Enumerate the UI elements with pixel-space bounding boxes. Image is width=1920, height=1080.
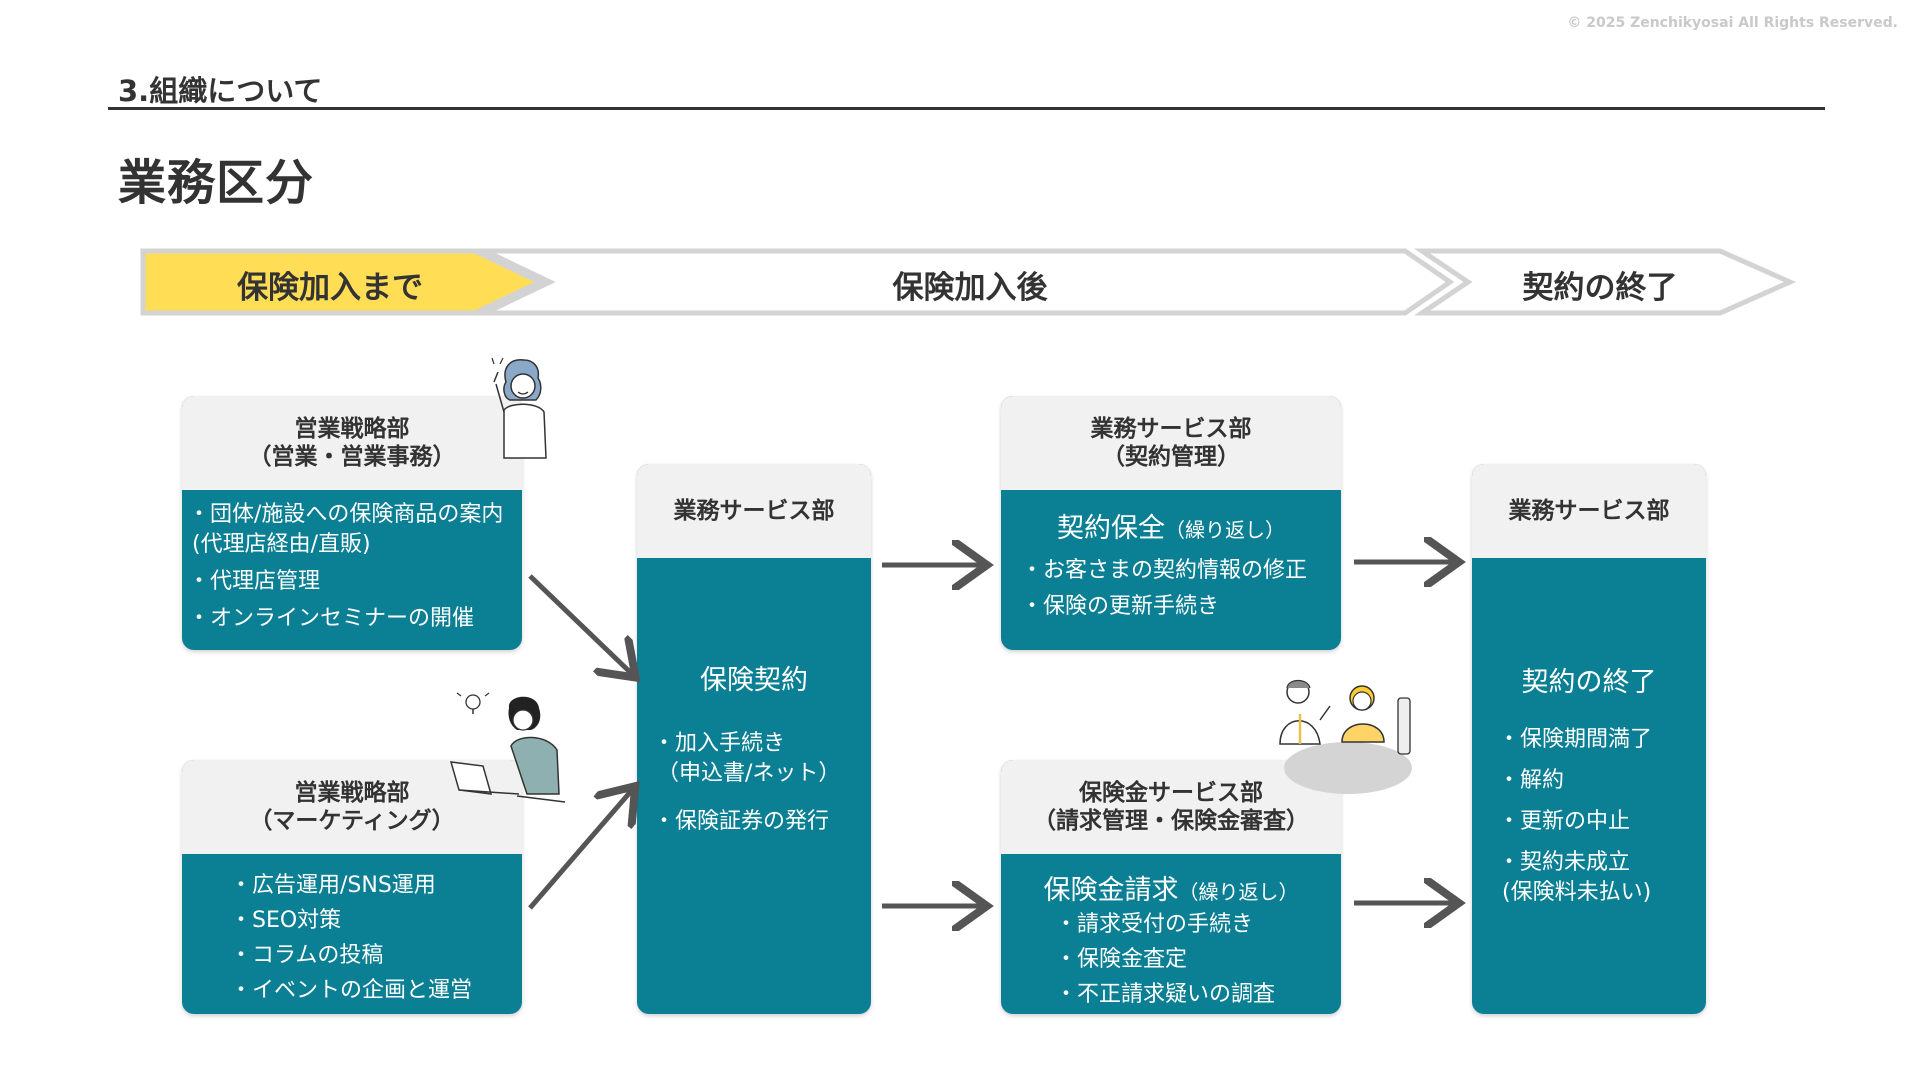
box-heading: 保険契約 bbox=[700, 665, 808, 696]
box-service-termination: 業務サービス部 契約の終了 保険期間満了 解約 更新の中止 契約未成立(保険料未… bbox=[1472, 464, 1706, 1014]
box-title: 営業戦略部 bbox=[294, 780, 410, 806]
box-body: 保険契約 加入手続き（申込書/ネット） 保険証券の発行 bbox=[637, 658, 871, 837]
person-laptop-illustration bbox=[449, 692, 566, 803]
box-service-contract: 業務サービス部 保険契約 加入手続き（申込書/ネット） 保険証券の発行 bbox=[637, 464, 871, 1014]
stage-arrows bbox=[140, 248, 1797, 316]
box-header: 業務サービス部 bbox=[637, 464, 871, 558]
box-header: 業務サービス部 bbox=[1472, 464, 1706, 558]
box-sales-strategy-sales: 営業戦略部 （営業・営業事務） 団体/施設への保険商品の案内(代理店経由/直販)… bbox=[182, 396, 522, 650]
box-body: 契約の終了 保険期間満了 解約 更新の中止 契約未成立(保険料未払い) bbox=[1472, 660, 1706, 908]
list-item: オンラインセミナーの開催 bbox=[188, 604, 522, 634]
box-body: 団体/施設への保険商品の案内(代理店経由/直販) 代理店管理 オンラインセミナー… bbox=[182, 490, 522, 634]
header-divider bbox=[108, 107, 1825, 110]
box-body: 広告運用/SNS運用 SEO対策 コラムの投稿 イベントの企画と運営 bbox=[182, 854, 522, 1008]
box-header: 保険金サービス部 （請求管理・保険金審査） bbox=[1001, 760, 1341, 854]
box-subtitle: （マーケティング） bbox=[249, 808, 455, 834]
box-title: 業務サービス部 bbox=[1090, 416, 1252, 442]
stage-arrow-end bbox=[1413, 248, 1797, 316]
list-item: 更新の中止 bbox=[1498, 807, 1706, 837]
box-body: 契約保全（繰り返し） お客さまの契約情報の修正 保険の更新手続き bbox=[1001, 490, 1341, 625]
box-heading: 保険金請求（繰り返し） bbox=[1043, 875, 1299, 906]
list-item: 保険金査定 bbox=[1055, 942, 1341, 977]
box-heading-note: （繰り返し） bbox=[1178, 880, 1299, 904]
list-item: 不正請求疑いの調査 bbox=[1055, 977, 1341, 1012]
box-header: 業務サービス部 （契約管理） bbox=[1001, 396, 1341, 490]
list-item: 解約 bbox=[1498, 766, 1706, 796]
box-heading: 契約保全（繰り返し） bbox=[1057, 513, 1285, 544]
box-body: 保険金請求（繰り返し） 請求受付の手続き 保険金査定 不正請求疑いの調査 bbox=[1001, 854, 1341, 1012]
box-header: 営業戦略部 （営業・営業事務） bbox=[182, 396, 522, 490]
list-item-continuation: (代理店経由/直販) bbox=[192, 532, 371, 557]
list-item: 保険期間満了 bbox=[1498, 725, 1706, 755]
box-sales-strategy-marketing: 営業戦略部 （マーケティング） 広告運用/SNS運用 SEO対策 コラムの投稿 … bbox=[182, 760, 522, 1014]
person-pointing-illustration bbox=[491, 357, 547, 459]
list-item: 請求受付の手続き bbox=[1055, 907, 1341, 942]
list-item: 契約未成立(保険料未払い) bbox=[1498, 848, 1706, 908]
box-subtitle: （営業・営業事務） bbox=[248, 444, 456, 470]
box-subtitle: （請求管理・保険金審査） bbox=[1033, 808, 1309, 834]
box-title: 業務サービス部 bbox=[673, 498, 835, 524]
list-item: イベントの企画と運営 bbox=[230, 973, 522, 1008]
list-item: 保険証券の発行 bbox=[653, 807, 871, 837]
stage-label-after: 保険加入後 bbox=[892, 270, 1048, 306]
copyright-notice: © 2025 Zenchikyosai All Rights Reserved. bbox=[1567, 15, 1898, 31]
box-title: 業務サービス部 bbox=[1508, 498, 1670, 524]
list-item: 保険の更新手続き bbox=[1021, 589, 1341, 625]
doctor-patient-illustration bbox=[1279, 679, 1412, 794]
page-title: 業務区分 bbox=[118, 155, 315, 211]
stage-chevron-before bbox=[483, 248, 556, 316]
box-header: 営業戦略部 （マーケティング） bbox=[182, 760, 522, 854]
list-item-continuation: (保険料未払い) bbox=[1502, 880, 1652, 905]
stage-label-before: 保険加入まで bbox=[237, 270, 423, 306]
stage-label-end: 契約の終了 bbox=[1522, 270, 1678, 306]
section-title: 3.組織について bbox=[118, 74, 323, 108]
list-item: SEO対策 bbox=[230, 903, 522, 938]
list-item: 代理店管理 bbox=[188, 567, 522, 597]
box-claims-service: 保険金サービス部 （請求管理・保険金審査） 保険金請求（繰り返し） 請求受付の手… bbox=[1001, 760, 1341, 1014]
stage-arrow-before bbox=[140, 248, 546, 316]
list-item: 加入手続き（申込書/ネット） bbox=[653, 729, 871, 789]
box-title: 保険金サービス部 bbox=[1079, 780, 1263, 806]
box-heading-note: （繰り返し） bbox=[1165, 518, 1285, 542]
box-title: 営業戦略部 bbox=[294, 416, 410, 442]
list-item: 団体/施設への保険商品の案内(代理店経由/直販) bbox=[188, 500, 522, 560]
list-item-continuation: （申込書/ネット） bbox=[657, 761, 841, 786]
list-item: お客さまの契約情報の修正 bbox=[1021, 553, 1341, 589]
box-service-management: 業務サービス部 （契約管理） 契約保全（繰り返し） お客さまの契約情報の修正 保… bbox=[1001, 396, 1341, 650]
list-item: コラムの投稿 bbox=[230, 938, 522, 973]
arrow-sales-to-contract bbox=[528, 574, 632, 674]
box-heading: 契約の終了 bbox=[1521, 667, 1657, 698]
list-item: 広告運用/SNS運用 bbox=[230, 868, 522, 903]
box-subtitle: （契約管理） bbox=[1102, 444, 1240, 470]
